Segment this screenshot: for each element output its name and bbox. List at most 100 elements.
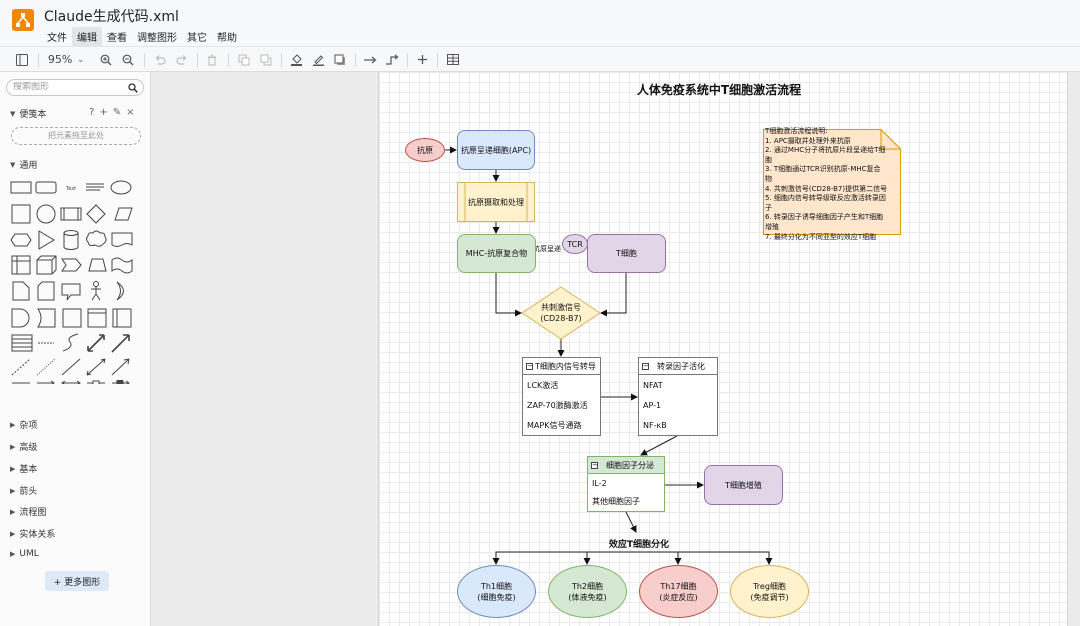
shape-parallelogram[interactable] <box>114 207 133 221</box>
table-row[interactable]: IL-2 <box>592 478 607 488</box>
node-th1[interactable]: Th1细胞(细胞免疫) <box>457 565 536 618</box>
shape-tape[interactable] <box>111 257 133 274</box>
shape-rounded-rectangle[interactable] <box>35 181 57 194</box>
shape-cylinder[interactable] <box>63 230 79 250</box>
zoom-out-icon[interactable] <box>120 51 136 68</box>
collapse-icon[interactable]: − <box>526 361 533 370</box>
file-title[interactable]: Claude生成代码.xml <box>44 9 179 25</box>
table-icon[interactable] <box>445 51 461 68</box>
menu-file[interactable]: 文件 <box>47 33 67 44</box>
shape-cube[interactable] <box>36 255 57 275</box>
table-cytokine-secretion[interactable]: − 细胞因子分泌 IL-2 其他细胞因子 <box>587 456 665 512</box>
shape-data-storage[interactable] <box>37 308 56 328</box>
shape-square[interactable] <box>11 204 31 224</box>
node-apc[interactable]: 抗原呈递细胞(APC) <box>457 130 535 170</box>
format-panel-icon[interactable] <box>14 51 30 68</box>
drawing-canvas[interactable]: 人体免疫系统中T细胞激活流程 <box>151 72 1080 626</box>
add-icon[interactable]: + <box>99 107 108 118</box>
shape-trapezoid[interactable] <box>88 258 107 272</box>
shadow-icon[interactable] <box>332 51 348 68</box>
node-antigen[interactable]: 抗原 <box>405 138 445 162</box>
node-treg[interactable]: Treg细胞(免疫调节) <box>730 565 809 618</box>
general-header[interactable]: ▼ 通用 <box>10 158 37 172</box>
edge-effector-branch[interactable] <box>495 551 770 562</box>
table-row[interactable]: AP-1 <box>643 400 662 410</box>
shape-directional-connector[interactable] <box>111 358 130 376</box>
help-icon[interactable]: ? <box>89 107 95 118</box>
edge-mhc-costim[interactable] <box>495 273 522 317</box>
shape-rectangle[interactable] <box>10 181 32 194</box>
shape-textbox[interactable] <box>86 183 104 191</box>
scratchpad-header[interactable]: ▼ 便笺本 <box>10 107 46 121</box>
shape-callout[interactable] <box>61 283 81 301</box>
edit-icon[interactable]: ✎ <box>112 107 122 118</box>
delete-icon[interactable] <box>204 51 220 68</box>
shape-frame[interactable] <box>62 308 82 328</box>
section-flowchart[interactable]: ▶流程图 <box>10 505 46 519</box>
table-signal-transduction[interactable]: − T细胞内信号转导 LCK激活 ZAP-70激酶激活 MAPK信号通路 <box>522 357 601 436</box>
undo-icon[interactable] <box>152 51 168 68</box>
shape-connector-arrow[interactable] <box>37 380 55 384</box>
scratchpad-drop-zone[interactable]: 把元素拖至此处 <box>11 127 141 145</box>
line-color-icon[interactable] <box>310 51 326 68</box>
table-row[interactable]: MAPK信号通路 <box>527 420 582 430</box>
table-row[interactable]: LCK激活 <box>527 380 559 390</box>
menu-edit[interactable]: 编辑 <box>72 27 102 46</box>
shape-triangle[interactable] <box>38 230 55 250</box>
redo-icon[interactable] <box>174 51 190 68</box>
edge-tcell-costim[interactable] <box>600 273 627 317</box>
diagram-page[interactable]: 人体免疫系统中T细胞激活流程 <box>378 72 1068 626</box>
table-row[interactable]: ZAP-70激酶激活 <box>527 400 588 410</box>
node-th2[interactable]: Th2细胞(体液免疫) <box>548 565 627 618</box>
shape-cloud[interactable] <box>86 230 107 247</box>
edge-label-presentation[interactable]: 抗原呈递 <box>533 244 561 254</box>
section-basic[interactable]: ▶基本 <box>10 462 37 476</box>
explanation-note[interactable] <box>763 129 901 235</box>
shape-dotted-line[interactable] <box>36 358 56 376</box>
shape-connector-labeled[interactable] <box>87 380 105 384</box>
search-icon[interactable] <box>128 83 138 93</box>
fill-color-icon[interactable] <box>288 51 304 68</box>
zoom-select[interactable]: 95% ⌄ <box>46 51 86 68</box>
menu-extras[interactable]: 其它 <box>187 33 207 44</box>
shape-process[interactable] <box>60 207 82 221</box>
shape-swimlane[interactable] <box>112 308 132 328</box>
collapse-icon[interactable]: − <box>591 460 598 469</box>
shape-connector-bidirectional[interactable] <box>61 380 81 384</box>
shape-circle[interactable] <box>36 204 56 224</box>
edge-cytokine-effector[interactable] <box>625 511 637 533</box>
table-tf-header[interactable]: − 转录因子活化 <box>639 358 717 375</box>
search-input[interactable] <box>13 82 123 92</box>
more-shapes-button[interactable]: + 更多图形 <box>45 571 109 591</box>
shape-text[interactable]: Text <box>65 186 76 192</box>
shape-or[interactable] <box>116 281 124 301</box>
shape-list[interactable] <box>11 334 33 352</box>
table-row[interactable]: 其他细胞因子 <box>592 496 640 506</box>
shape-container[interactable] <box>87 308 107 328</box>
waypoints-icon[interactable] <box>384 51 400 68</box>
shape-delay[interactable] <box>11 308 30 328</box>
zoom-in-icon[interactable] <box>98 51 114 68</box>
table-cytokine-header[interactable]: − 细胞因子分泌 <box>588 457 664 474</box>
menu-help[interactable]: 帮助 <box>217 33 237 44</box>
table-row[interactable]: NFAT <box>643 380 663 390</box>
node-costimulation[interactable]: 共刺激信号 (CD28-B7) <box>521 286 601 340</box>
connection-arrow-icon[interactable] <box>362 51 378 68</box>
node-processing[interactable]: 抗原摄取和处理 <box>457 182 535 222</box>
shape-diamond[interactable] <box>86 204 106 224</box>
shape-line[interactable] <box>61 358 81 376</box>
menu-arrange[interactable]: 调整图形 <box>137 33 177 44</box>
shape-dashed-line[interactable] <box>11 358 31 376</box>
node-tcr[interactable]: TCR <box>562 234 588 254</box>
node-tcell[interactable]: T细胞 <box>587 234 666 273</box>
section-er[interactable]: ▶实体关系 <box>10 527 55 541</box>
edge-tf-cytokine[interactable] <box>640 435 678 456</box>
node-mhc-complex[interactable]: MHC-抗原复合物 <box>457 234 536 273</box>
shape-note[interactable] <box>12 281 30 301</box>
shape-link[interactable] <box>86 358 106 376</box>
to-back-icon[interactable] <box>258 51 274 68</box>
shape-connector-relation[interactable] <box>112 380 130 385</box>
node-proliferation[interactable]: T细胞增殖 <box>704 465 783 505</box>
section-advanced[interactable]: ▶高级 <box>10 440 37 454</box>
diagram-title[interactable]: 人体免疫系统中T细胞激活流程 <box>636 83 802 97</box>
